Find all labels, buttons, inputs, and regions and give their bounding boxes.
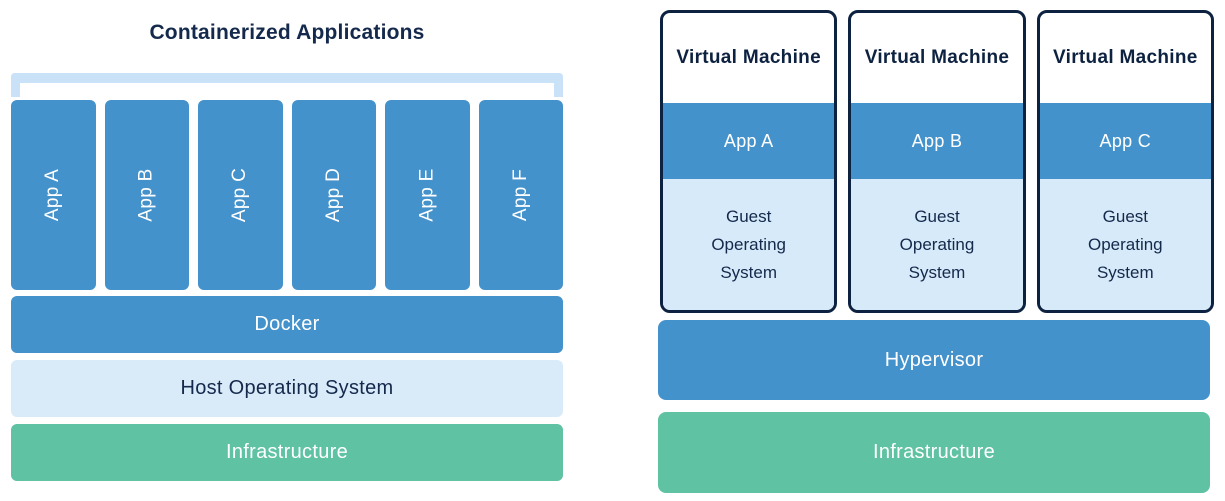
containers-bracket [11,73,563,97]
infrastructure-layer-right: Infrastructure [658,412,1210,493]
container-app-label: App D [322,167,344,223]
containers-title: Containerized Applications [149,21,425,44]
host-os-layer: Host Operating System [11,360,563,417]
vm-guest-os: Guest Operating System [851,179,1023,310]
container-app-f: App F [478,100,563,290]
container-app-label: App C [229,167,251,223]
container-app-b: App B [104,100,189,290]
host-os-layer-label: Host Operating System [180,377,394,399]
hypervisor-layer-label: Hypervisor [884,348,984,371]
vm-title: Virtual Machine [1053,47,1198,68]
container-apps-row: App A App B App C App D App E App F [11,100,563,290]
vm-box-2: Virtual Machine App B Guest Operating Sy… [848,10,1026,313]
container-app-label: App F [509,168,531,222]
container-app-e: App E [385,100,470,290]
vm-app: App A [663,103,835,179]
vm-app: App B [851,103,1023,179]
vm-guest-os: Guest Operating System [1039,179,1211,310]
hypervisor-layer: Hypervisor [658,320,1210,400]
vm-guest-os: Guest Operating System [663,179,835,310]
infrastructure-left-label: Infrastructure [225,441,349,463]
vm-box-1: Virtual Machine App A Guest Operating Sy… [660,10,838,313]
vm-title: Virtual Machine [864,47,1010,68]
container-app-d: App D [291,100,376,290]
vm-app: App C [1039,103,1211,179]
container-app-c: App C [198,100,283,290]
container-app-a: App A [11,100,96,290]
infrastructure-right-label: Infrastructure [872,441,996,463]
container-app-label: App B [135,168,157,222]
container-app-label: App A [42,168,64,222]
vm-row: Virtual Machine App A Guest Operating Sy… [660,10,1214,313]
docker-layer: Docker [11,296,563,353]
docker-layer-label: Docker [254,313,320,335]
vm-box-3: Virtual Machine App C Guest Operating Sy… [1036,10,1214,313]
infrastructure-layer-left: Infrastructure [11,424,563,481]
container-app-label: App E [416,168,438,222]
vm-title: Virtual Machine [676,47,821,68]
